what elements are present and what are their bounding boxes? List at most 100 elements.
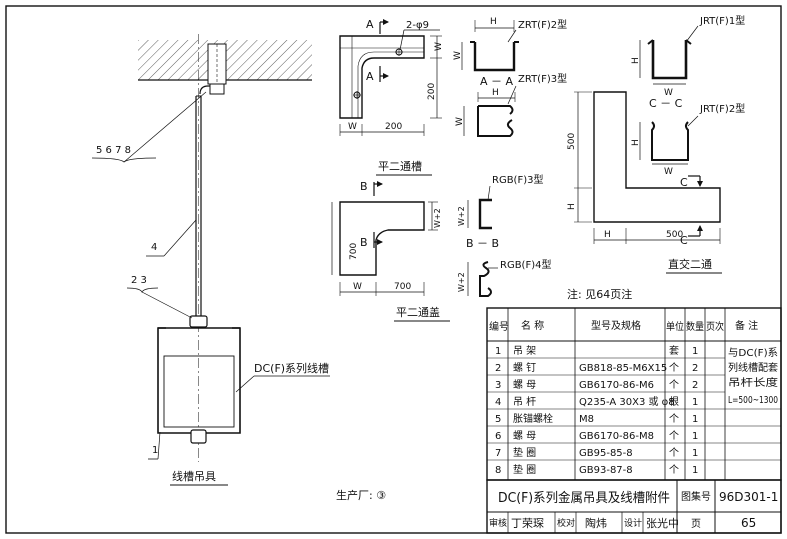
bom-row-spec: GB93-87-8 [579,465,633,476]
bom-row-unit: 个 [669,447,679,459]
bom-row-name: 垫 圈 [513,446,536,459]
bom-row-1: 1 吊 架 套 1 [495,344,698,357]
bom-header-remark: 备 注 [735,319,758,332]
jrt1-dim-h: H [631,57,641,64]
bom-row-5: 5 胀锚螺栓 M8 个 1 [495,412,698,425]
manufacturer: 生产厂: ③ [336,488,386,502]
bracket-nut [189,315,208,328]
right-dim-h-horizontal: H [604,230,611,240]
tee-cover: B B W+2 700 W 700 平二通盖 RGB(F)3型 W+2 B － … [331,173,551,322]
right-angle-caption: 直交二通 [668,257,712,271]
section-c-c-title: C － C [649,97,683,110]
drawing-title: DC(F)系列金属吊具及线槽附件 [498,490,670,506]
check-label: 校对 [557,517,575,529]
section-mark-a-bottom: A [366,70,374,83]
cover-plan-outline [339,201,425,276]
bom-row-no: 2 [495,363,501,374]
section-mark-b-top: B [360,180,368,193]
bom-row-no: 7 [495,448,501,459]
section-b-b-title: B － B [466,237,499,250]
zrt3-label: ZRT(F)3型 [518,72,567,85]
bom-row-no: 8 [495,465,501,476]
bom-header-no: 编号 [489,320,509,333]
jrt2-dim-h: H [631,139,641,146]
zrt2-dim-h: H [490,17,497,27]
zrt3-dim-h: H [492,88,499,98]
section-mark-c-top: C [680,176,688,189]
rgb3-dim-w2: W+2 [457,206,466,226]
right-angle-tee: JRT(F)1型 H W C － C JRT(F)2型 H W 500 H H … [567,14,745,274]
bom-row-unit: 根 [669,395,679,408]
trunking-label: DC(F)系列线槽 [254,361,329,375]
bom-row-name: 螺 母 [513,379,536,391]
bom-row-lines [487,357,781,461]
horizontal-tee: A A 2-φ9 W 200 W 200 平二通槽 H W ZRT(F)2型 [339,17,567,176]
bom-row-spec: GB818-85-M6X15 [579,363,667,374]
bottom-bolt [190,429,207,444]
jrt1-section [651,40,688,80]
rgb4-section [479,261,492,297]
bom-row-4: 4 吊 杆 Q235-A 30X3 或 φ8 根 1 [495,395,698,408]
bom-row-unit: 个 [669,430,679,442]
bom-row-8: 8 垫 圈 GB93-87-8 个 1 [495,463,698,476]
design-name: 张光中 [646,516,679,530]
jrt2-section [651,121,689,161]
tee-dim-200-horizontal: 200 [385,122,402,132]
bom-row-qty: 1 [692,397,698,408]
bom-row-no: 6 [495,431,501,442]
tee-dim-w-side: W [434,42,444,51]
right-dim-500-vertical: 500 [567,133,577,150]
design-label: 设计 [624,517,642,529]
rgb4-dim-w2: W+2 [457,272,466,292]
rgb3-label: RGB(F)3型 [492,173,543,186]
bom-row-6: 6 螺 母 GB6170-86-M8 个 1 [495,430,698,442]
bom-row-unit: 套 [669,344,679,357]
hole-label: 2-φ9 [406,20,429,31]
bom-row-qty: 1 [692,431,698,442]
bom-row-name: 吊 杆 [513,396,536,408]
tee-dim-w-bottom: W [348,122,357,132]
section-a-a-title: A － A [480,75,514,88]
bom-remark-line-4: L=500~1300 [728,395,778,406]
bom-row-2: 2 螺 钉 GB818-85-M6X15 个 2 [495,362,698,374]
jrt1-label: JRT(F)1型 [699,14,745,27]
tee-plan-outline [339,35,425,119]
bom-row-no: 5 [495,414,501,425]
cover-caption: 平二通盖 [396,305,440,319]
bom-header-qty: 数量 [686,320,704,333]
bom-row-qty: 1 [692,414,698,425]
hanger-assembly: 5 6 7 8 4 2 3 1 DC(F)系列线槽 线槽吊具 [91,34,330,486]
tee-caption: 平二通槽 [378,160,422,173]
drawing-frame [5,5,782,534]
bracket-frame [157,327,241,434]
atlas-label: 图集号 [681,490,711,503]
page-number: 65 [741,516,756,530]
bom-header-name: 名 称 [521,319,544,332]
bom-row-unit: 个 [669,464,679,476]
bom-table: 编号 名 称 型号及规格 单位 数量 页次 备 注 1 吊 架 套 1 2 螺 … [486,307,782,481]
bom-row-qty: 1 [692,448,698,459]
section-mark-b-bottom: B [360,236,368,249]
bom-header-spec: 型号及规格 [591,319,641,332]
review-label: 审核 [489,517,507,529]
zrt2-dim-w: W [453,51,463,60]
jrt2-label: JRT(F)2型 [699,102,745,115]
tee-dim-200-vertical: 200 [427,83,437,100]
cover-dim-700-vertical: 700 [349,243,359,260]
bom-row-name: 螺 钉 [513,362,536,374]
callout-rod-4: 4 [151,242,157,253]
bom-remark-line-1: 与DC(F)系 [728,347,778,359]
callout-parts-5-8: 5 6 7 8 [96,145,131,156]
bom-header-unit: 单位 [666,320,684,333]
bom-row-spec: M8 [579,414,594,425]
bom-row-7: 7 垫 圈 GB95-85-8 个 1 [495,446,698,459]
right-dim-500-horizontal: 500 [666,230,683,240]
bom-row-qty: 1 [692,346,698,357]
bom-row-unit: 个 [669,362,679,374]
rgb4-label: RGB(F)4型 [500,258,551,271]
bom-remark-line-2: 列线槽配套 [728,361,778,374]
zrt2-label: ZRT(F)2型 [518,18,567,31]
bom-row-qty: 2 [692,380,698,391]
bom-row-3: 3 螺 母 GB6170-86-M6 个 2 [495,379,698,391]
